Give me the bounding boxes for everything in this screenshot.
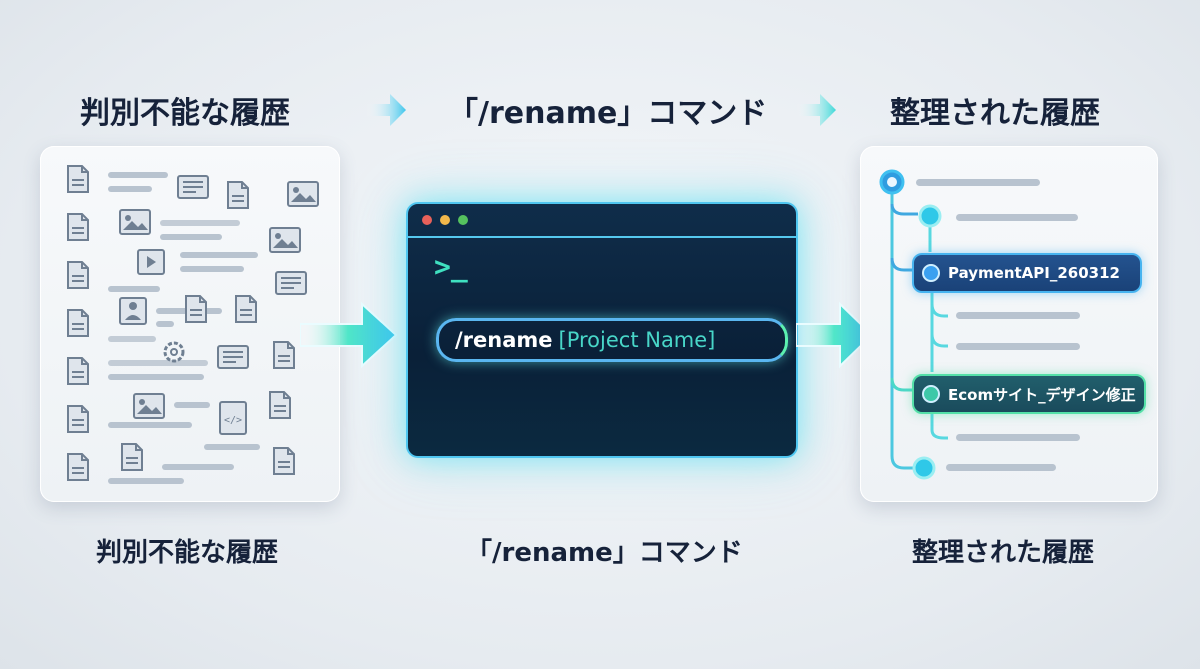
header-organized-history: 整理された履歴 bbox=[890, 96, 1100, 131]
close-dot-icon[interactable] bbox=[422, 215, 432, 225]
terminal-window: >_ /rename [Project Name] bbox=[406, 202, 798, 458]
caption-organized-history: 整理された履歴 bbox=[912, 538, 1095, 568]
organized-history-panel bbox=[860, 146, 1158, 502]
prompt-icon: >_ bbox=[434, 250, 468, 283]
history-item-label: PaymentAPI_260312 bbox=[948, 264, 1120, 282]
scattered-files-illustration: </> bbox=[67, 165, 319, 484]
messy-history-panel: </> bbox=[40, 146, 340, 502]
header-messy-history: 判別不能な履歴 bbox=[80, 96, 290, 131]
item-dot-icon bbox=[922, 385, 940, 403]
item-dot-icon bbox=[922, 264, 940, 282]
caption-messy-history: 判別不能な履歴 bbox=[96, 538, 279, 568]
flow-arrow-icon bbox=[300, 301, 398, 369]
rename-command-input[interactable]: /rename [Project Name] bbox=[436, 318, 788, 362]
history-item-ecom[interactable]: Ecomサイト_デザイン修正 bbox=[912, 374, 1146, 414]
header-rename-command: 「/rename」コマンド bbox=[448, 96, 768, 131]
history-tree-illustration bbox=[879, 169, 1080, 480]
header-arrow-icon bbox=[796, 94, 836, 126]
header-arrow-icon bbox=[366, 94, 406, 126]
history-item-label: Ecomサイト_デザイン修正 bbox=[948, 385, 1136, 404]
history-item-paymentapi[interactable]: PaymentAPI_260312 bbox=[912, 253, 1142, 293]
command-argument: [Project Name] bbox=[558, 328, 716, 352]
command-text: /rename bbox=[455, 328, 553, 352]
flow-arrow-icon bbox=[796, 301, 874, 369]
terminal-title-bar bbox=[408, 204, 796, 238]
minimize-dot-icon[interactable] bbox=[440, 215, 450, 225]
caption-rename-command: 「/rename」コマンド bbox=[466, 538, 743, 568]
maximize-dot-icon[interactable] bbox=[458, 215, 468, 225]
svg-text:</>: </> bbox=[224, 415, 242, 426]
